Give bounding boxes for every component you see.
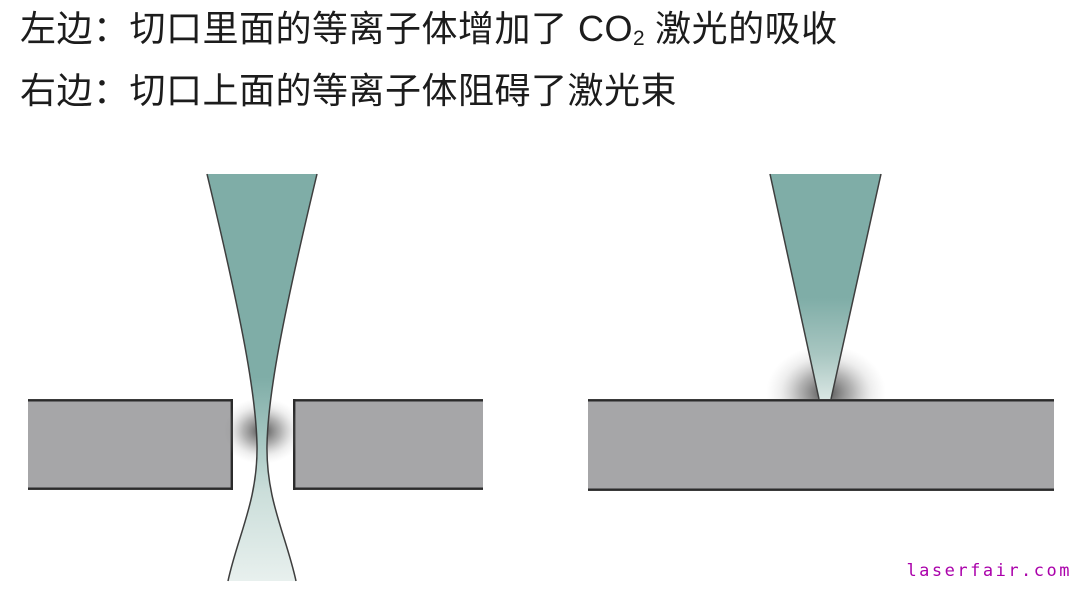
workpiece-solid-slab bbox=[588, 399, 1054, 491]
laser-beam-focused-edges bbox=[206, 173, 318, 582]
laser-beam-blocked-edges bbox=[769, 173, 882, 400]
caption-line1-prefix: 左边：切口里面的等离子体增加了 CO bbox=[20, 8, 634, 49]
caption-line1-suffix: 激光的吸收 bbox=[644, 8, 838, 49]
workpiece-right-slab bbox=[293, 399, 483, 490]
workpiece-left-slab bbox=[28, 399, 233, 490]
right-diagram bbox=[588, 173, 1054, 491]
watermark: laserfair.com bbox=[906, 561, 1072, 581]
caption-left-explanation: 左边：切口里面的等离子体增加了 CO2 激光的吸收 bbox=[20, 8, 838, 51]
laser-beam-focused bbox=[207, 174, 317, 581]
laser-beam-blocked bbox=[770, 174, 881, 399]
workpiece-solid-slab-border bbox=[588, 399, 1054, 491]
caption-right-explanation: 右边：切口上面的等离子体阻碍了激光束 bbox=[20, 70, 678, 111]
co2-subscript: 2 bbox=[633, 26, 645, 50]
left-diagram bbox=[28, 173, 483, 582]
